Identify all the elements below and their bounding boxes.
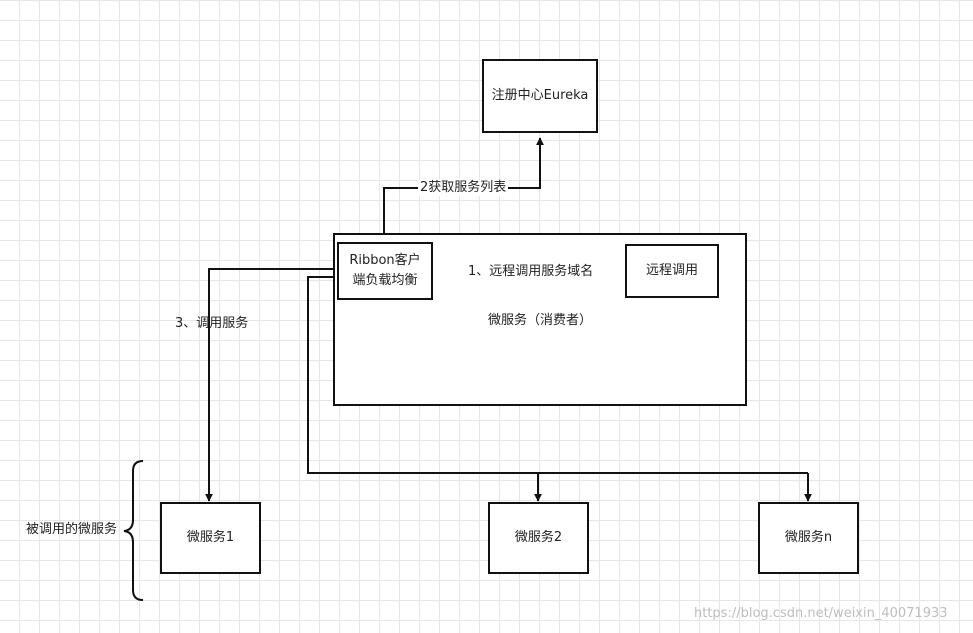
- brace-label: 被调用的微服务: [26, 522, 118, 537]
- service-n-node: 微服务n: [758, 502, 859, 574]
- remote-call-node: 远程调用: [625, 244, 719, 298]
- edge-ribbon-to-services-2-n: [307, 276, 808, 474]
- ribbon-label: Ribbon客户端负载均衡: [349, 253, 421, 288]
- edge-label-step-1: 1、远程调用服务域名: [466, 264, 596, 280]
- service-n-label: 微服务n: [784, 530, 833, 545]
- consumer-container-label: 微服务（消费者）: [488, 313, 593, 328]
- registry-node: 注册中心Eureka: [482, 59, 598, 133]
- service-2-label: 微服务2: [514, 530, 563, 545]
- ribbon-node: Ribbon客户端负载均衡: [337, 242, 433, 300]
- service-2-node: 微服务2: [488, 502, 589, 574]
- edge-label-step-3: 3、调用服务: [175, 316, 249, 331]
- remote-call-label: 远程调用: [645, 263, 698, 278]
- edge-ribbon-to-service-1: [205, 268, 337, 502]
- edge-label-step-2: 2获取服务列表: [418, 180, 509, 196]
- watermark: https://blog.csdn.net/weixin_40071933: [694, 606, 948, 621]
- registry-label: 注册中心Eureka: [491, 88, 589, 103]
- service-1-label: 微服务1: [186, 530, 235, 545]
- curly-brace: [123, 460, 144, 601]
- service-1-node: 微服务1: [160, 502, 261, 574]
